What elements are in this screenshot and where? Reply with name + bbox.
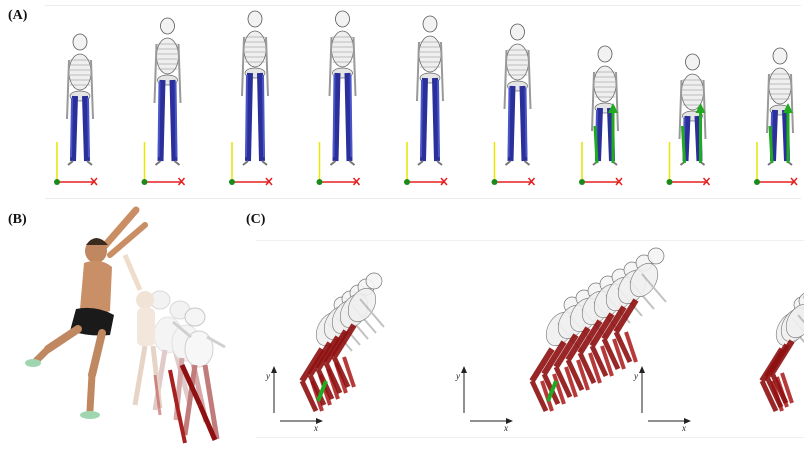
standing-frames-figure bbox=[45, 6, 801, 198]
squat-skeleton-frame bbox=[772, 289, 804, 403]
standing-skeleton-frame bbox=[417, 16, 443, 165]
y-axis-label: y bbox=[455, 371, 460, 381]
x-axis-label: x bbox=[503, 423, 508, 433]
y-axis-label: y bbox=[633, 371, 638, 381]
xy-axes: yx bbox=[455, 366, 513, 433]
xy-axes: yx bbox=[633, 366, 691, 433]
jump-overlay-figure bbox=[10, 205, 232, 450]
standing-skeleton-frame bbox=[505, 24, 531, 165]
ghost-skeleton-frames bbox=[125, 255, 225, 439]
jump-sequence-2 bbox=[532, 248, 666, 411]
panel-a-label: (A) bbox=[8, 8, 27, 24]
y-axis-label: y bbox=[265, 371, 270, 381]
x-axis-label: x bbox=[313, 423, 318, 433]
jump-sequence-1 bbox=[302, 273, 384, 411]
panel-c-label: (C) bbox=[246, 212, 265, 228]
standing-skeleton-frame bbox=[67, 34, 93, 165]
panel-a-standing-sequence bbox=[45, 5, 801, 199]
panel-b-jump-overlay bbox=[10, 205, 232, 450]
jump-sequence-3 bbox=[762, 289, 804, 411]
x-axis-label: x bbox=[681, 423, 686, 433]
standing-skeleton-frame bbox=[242, 11, 268, 165]
xy-axes: yx bbox=[265, 366, 323, 433]
standing-skeleton-frame bbox=[330, 11, 356, 165]
standing-skeleton-frame bbox=[155, 18, 181, 165]
jumper-photo bbox=[25, 210, 145, 419]
